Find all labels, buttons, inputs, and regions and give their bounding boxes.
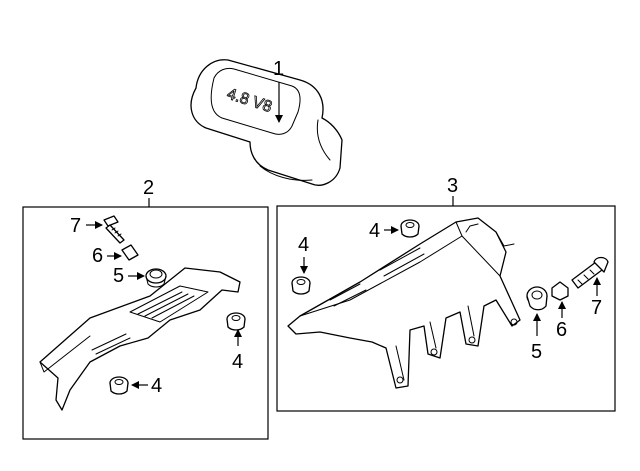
callout-right-grommet: 5 <box>531 341 542 363</box>
engine-cover-part: 4.8 V8 <box>190 59 343 186</box>
right-bolt-part <box>571 256 609 289</box>
callout-left-washer: 6 <box>92 245 103 267</box>
callout-right-mount-left: 4 <box>298 234 309 256</box>
right-washer-part <box>551 281 569 301</box>
callout-right-bolt: 7 <box>591 297 602 319</box>
right-grommet-part <box>526 286 548 311</box>
left-cover-part <box>39 267 241 411</box>
left-grommet-part <box>145 268 167 288</box>
left-washer-part <box>121 244 139 261</box>
callout-left-mount-bottom: 4 <box>151 375 162 397</box>
right-mount-top-part <box>400 219 420 238</box>
callout-left-bolt: 7 <box>70 215 81 237</box>
right-cover-part <box>287 217 521 389</box>
left-cover-group-box <box>22 206 269 440</box>
left-bolt-part <box>103 215 125 244</box>
right-cover-group-box <box>276 205 616 412</box>
right-mount-left-part <box>291 276 311 295</box>
left-mount-right-part <box>226 312 246 331</box>
left-mount-bottom-part <box>109 376 129 395</box>
callout-right-mount-top: 4 <box>369 220 380 242</box>
callout-left-cover-group: 2 <box>143 177 154 199</box>
callout-right-cover-group: 3 <box>447 175 458 197</box>
callout-left-mount-lower-right: 4 <box>232 351 243 373</box>
callout-right-washer: 6 <box>556 319 567 341</box>
callout-left-grommet: 5 <box>113 265 124 287</box>
callout-engine-cover: 1 <box>273 58 284 80</box>
